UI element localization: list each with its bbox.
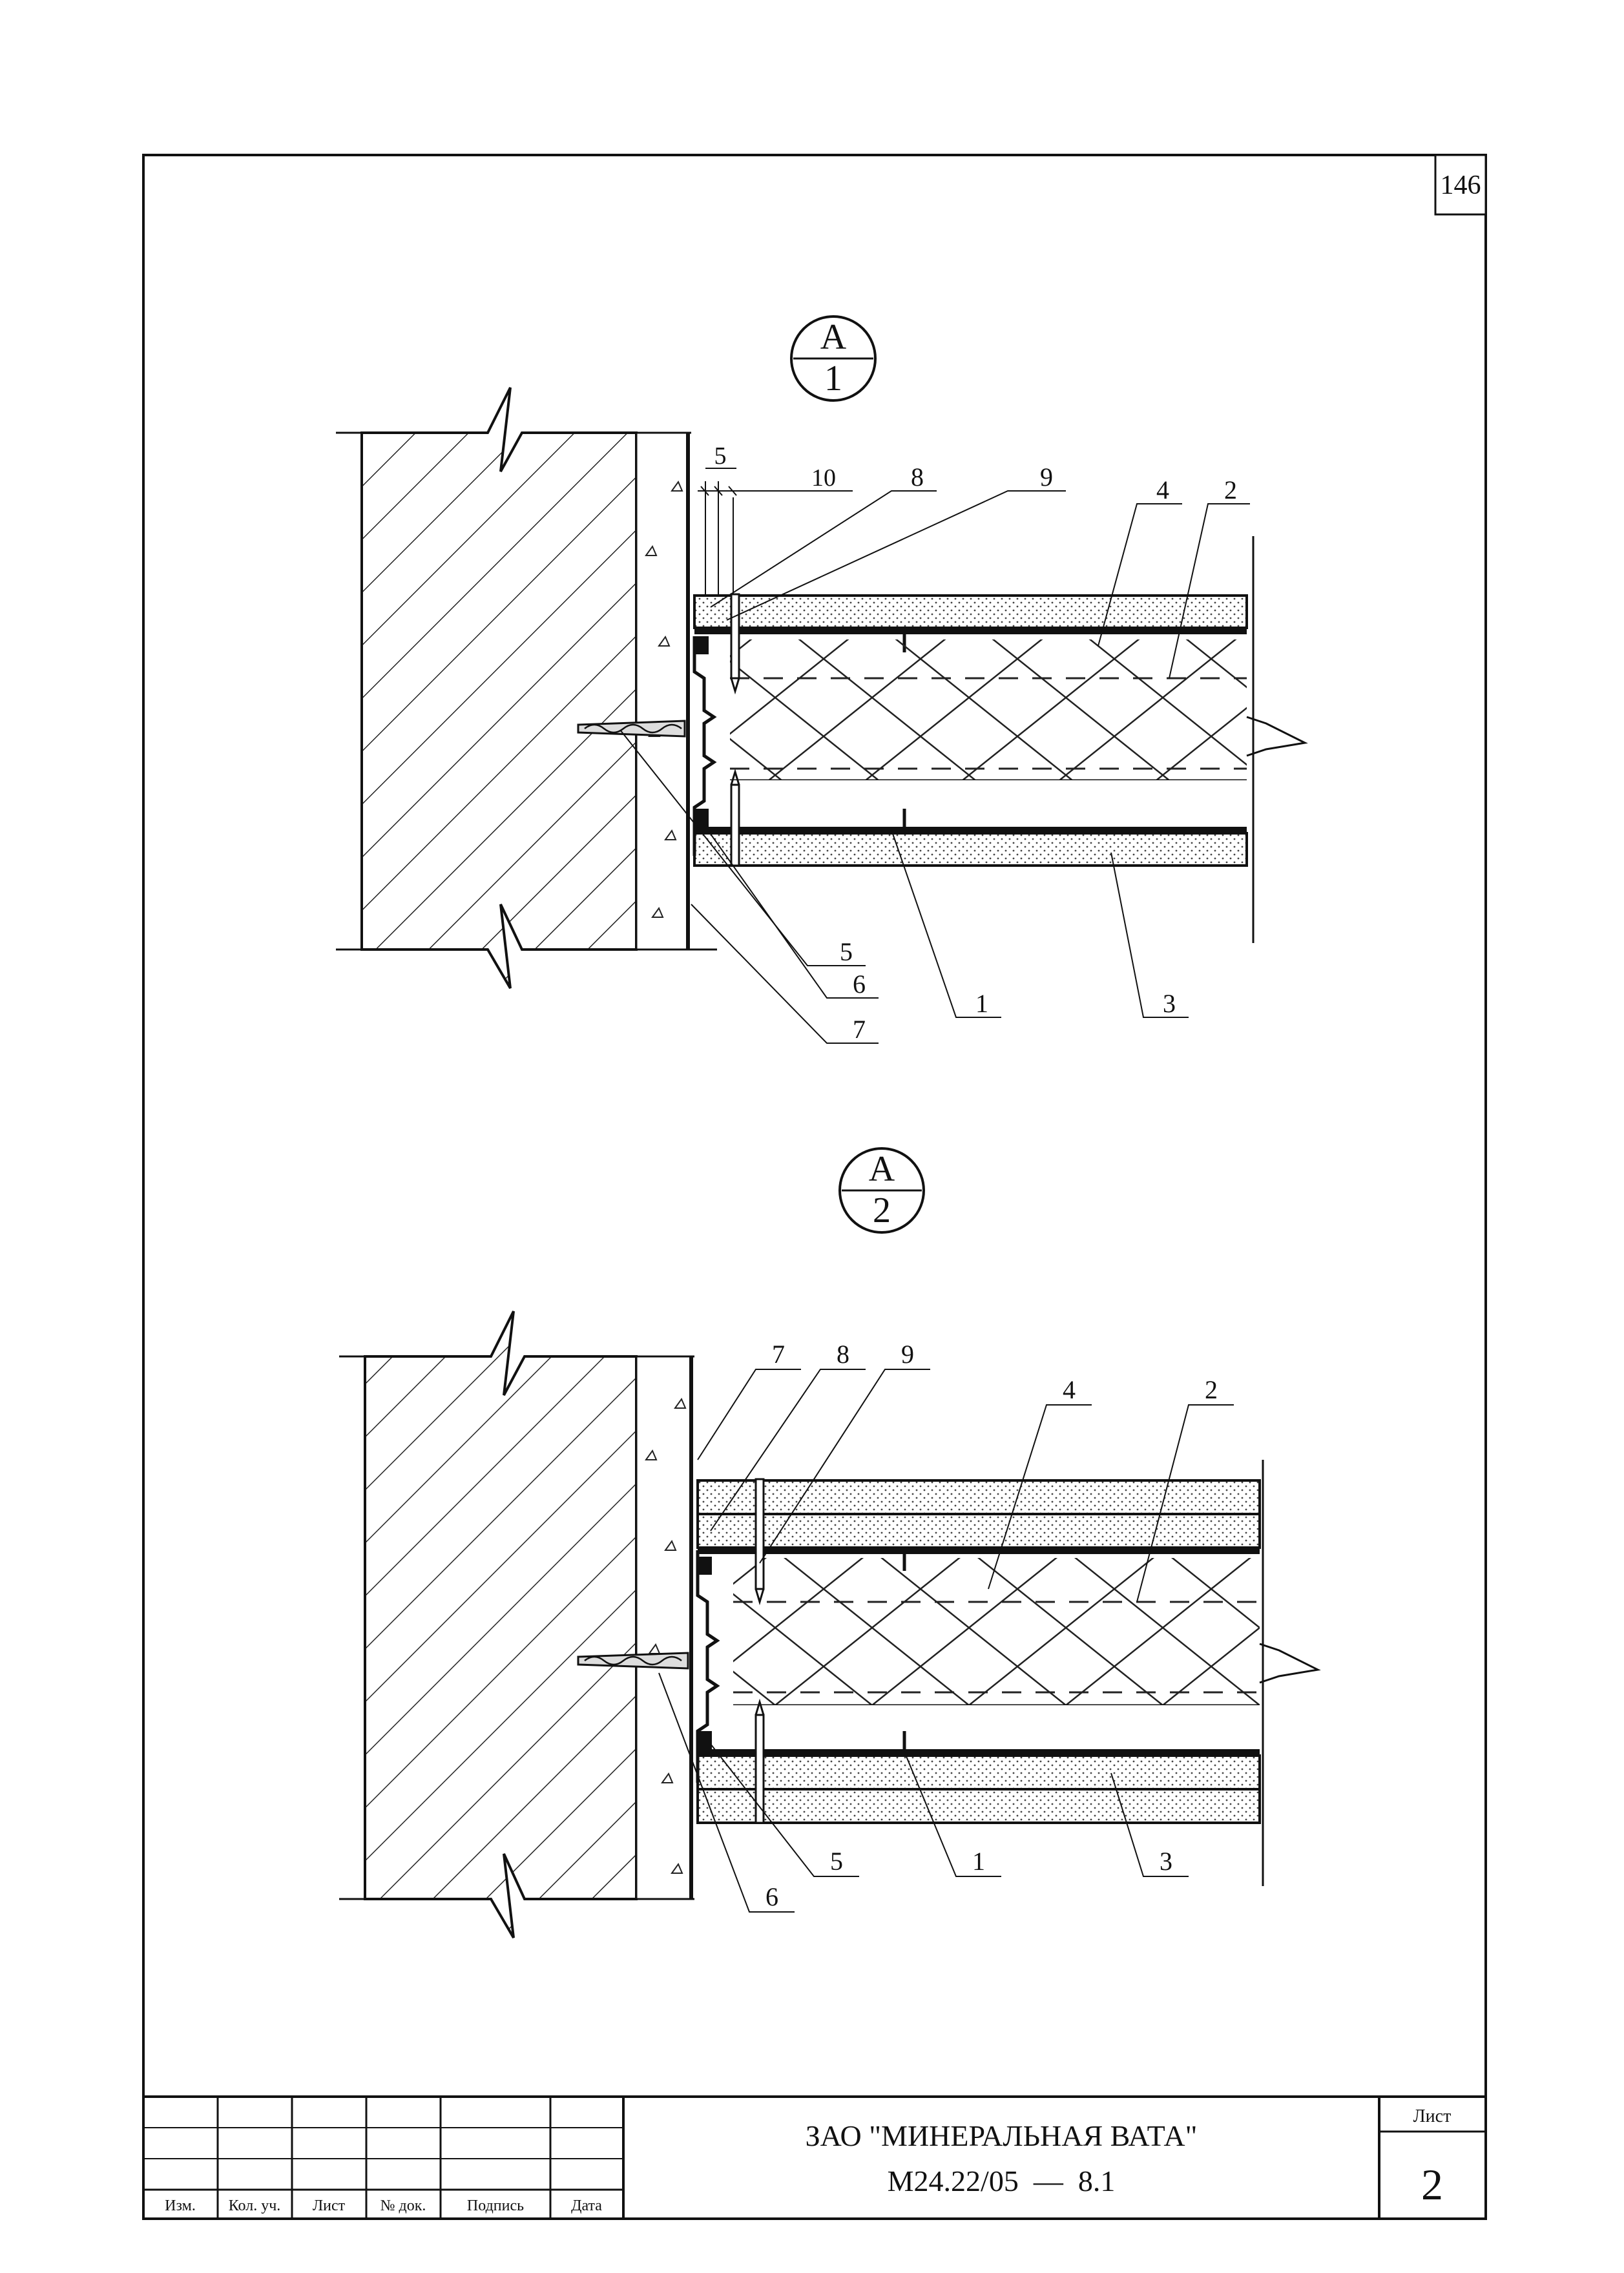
sheet-border — [142, 154, 1487, 2220]
organization-name: ЗАО "МИНЕРАЛЬНАЯ ВАТА" — [806, 2119, 1198, 2152]
screw-top-2 — [755, 1478, 765, 1606]
callout-4: 4 — [1156, 475, 1169, 504]
anchor-dowel — [577, 720, 686, 738]
screw-bottom — [730, 768, 740, 867]
sheet-label: Лист — [1413, 2106, 1452, 2126]
anchor-dowel-2 — [577, 1652, 689, 1670]
detail-1-marker: А 1 — [790, 315, 877, 402]
callout-5: 5 — [840, 937, 853, 966]
top-facing-board-outer — [696, 1479, 1261, 1515]
sheet-number: 146 — [1441, 171, 1481, 200]
dimension-5: 5 — [714, 442, 727, 470]
detail-2-marker-top: А — [869, 1149, 895, 1189]
callout-6-d2: 6 — [765, 1882, 778, 1911]
bottom-facing-board — [693, 832, 1248, 867]
tb-col-signature: Подпись — [467, 2197, 524, 2214]
detail-1-marker-bottom: 1 — [824, 358, 842, 399]
tb-col-izm: Изм. — [165, 2197, 196, 2214]
sealing-gasket-top-2 — [698, 1557, 712, 1575]
callout-7-d2: 7 — [772, 1340, 785, 1369]
tb-col-doc-no: № док. — [380, 2197, 426, 2214]
brick-wall-2 — [364, 1311, 638, 1939]
top-facing-board — [693, 594, 1248, 629]
title-block: Изм. Кол. уч. Лист № док. Подпись Дата З… — [143, 2095, 1486, 2219]
callout-9-d2: 9 — [901, 1340, 914, 1369]
bottom-facing-board-outer — [696, 1788, 1261, 1824]
top-facing-board-inner — [696, 1513, 1261, 1549]
sheet-number-box: 146 — [1434, 154, 1487, 216]
callout-4-d2: 4 — [1063, 1375, 1076, 1404]
detail-2-marker-bottom: 2 — [873, 1190, 891, 1230]
insulation-core — [730, 639, 1247, 782]
lower-profile — [694, 827, 1247, 833]
callout-3-d2: 3 — [1160, 1847, 1172, 1876]
callout-1-d2: 1 — [972, 1847, 985, 1876]
callout-1: 1 — [975, 989, 988, 1018]
callout-5-d2: 5 — [830, 1847, 843, 1876]
callout-8-d2: 8 — [837, 1340, 849, 1369]
callout-8: 8 — [911, 462, 924, 492]
dimension-marks: 5 10 — [698, 442, 853, 594]
sealing-gasket-bottom-2 — [698, 1731, 712, 1749]
tb-col-list: Лист — [313, 2197, 346, 2214]
tb-col-date: Дата — [571, 2197, 602, 2214]
upper-profile-2 — [698, 1548, 1260, 1554]
sheet-value: 2 — [1421, 2160, 1443, 2209]
document-code: М24.22/05 — 8.1 — [888, 2164, 1116, 2197]
upper-profile — [694, 628, 1247, 634]
callout-2-d2: 2 — [1205, 1375, 1218, 1404]
callouts-detail-1: 8 9 4 2 5 6 7 1 3 — [619, 462, 1250, 1044]
sealing-gasket-bottom — [694, 809, 709, 827]
plaster-layer-2 — [635, 1355, 692, 1900]
tb-col-kol-uch: Кол. уч. — [229, 2197, 281, 2214]
bottom-facing-board-inner — [696, 1754, 1261, 1790]
detail-2: А 2 — [339, 1147, 1321, 1939]
callout-9: 9 — [1040, 462, 1053, 492]
screw-bottom-2 — [755, 1698, 765, 1824]
callouts-detail-2: 7 8 9 4 2 6 5 1 3 — [658, 1340, 1234, 1913]
guide-profile — [692, 636, 717, 856]
callout-3: 3 — [1163, 989, 1176, 1018]
screw-top — [730, 593, 740, 695]
sealing-gasket-top — [694, 636, 709, 654]
brick-wall — [360, 387, 638, 990]
callout-7: 7 — [853, 1015, 866, 1044]
detail-1: А 1 — [336, 315, 1308, 1044]
callout-2: 2 — [1224, 475, 1237, 504]
plaster-layer — [635, 431, 689, 951]
insulation-core-2 — [733, 1558, 1260, 1707]
detail-2-marker: А 2 — [838, 1147, 925, 1234]
lower-profile-2 — [698, 1749, 1260, 1756]
dimension-10: 10 — [811, 464, 836, 492]
callout-6: 6 — [853, 970, 866, 999]
detail-1-marker-top: А — [820, 317, 847, 357]
guide-profile-2 — [696, 1550, 720, 1783]
